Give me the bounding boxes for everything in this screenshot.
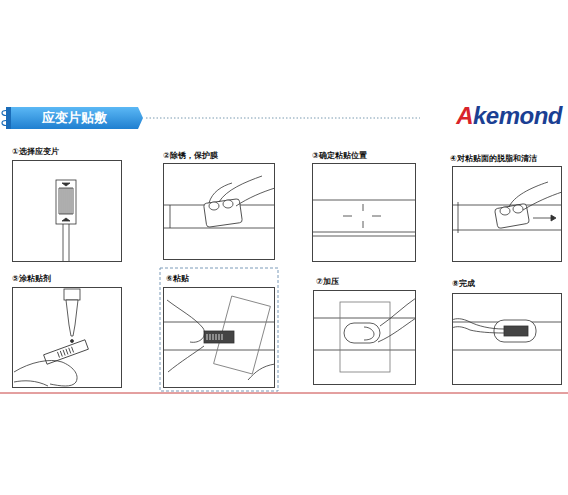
finished-gauge [452,319,562,350]
step-caption: ⑥粘贴 [166,273,189,284]
slide-title: 应变片贴敷 [10,107,138,129]
cleaning-hand [452,182,562,233]
step-caption: ②除锈，保护膜 [163,150,218,161]
bonding-film [163,296,275,380]
step-panel: ⑤涂粘贴剂 [12,273,122,388]
step-panel: ③确定粘贴位置 [312,150,416,262]
panel-frame [452,293,562,385]
step-caption: ⑦加压 [316,276,339,287]
panel-frame [163,287,275,388]
step-caption: ⑧完成 [452,278,475,289]
step-caption: ④对粘贴面的脱脂和清洁 [450,153,537,164]
step-panel: ④对粘贴面的脱脂和清洁 [450,153,562,262]
panel-frame [313,290,416,385]
step-panel: ①选择应变片 [12,146,122,262]
panel-frame [12,287,122,388]
step-caption: ⑤涂粘贴剂 [12,273,51,284]
sanding-hand [163,176,275,228]
step-caption: ③确定粘贴位置 [312,150,367,161]
step-caption: ①选择应变片 [12,146,59,157]
panel-frame [452,166,562,262]
adhesive-bottle [14,289,88,386]
panel-frame [12,160,122,262]
strain-gauge [56,180,76,262]
footer-rule [0,393,568,394]
step-panel: ⑦加压 [313,276,416,385]
highlight-frame [160,268,278,391]
dotted-rule [146,118,420,119]
position-marks [312,200,416,236]
brand-logo: Akemond [456,102,562,130]
step-panel: ⑥粘贴 [163,273,275,388]
step-panel: ②除锈，保护膜 [163,150,275,260]
panel-frame [163,163,275,260]
title-banner [2,107,143,129]
step-panel: ⑧完成 [452,278,562,385]
panel-frame [312,163,416,262]
pressing-thumb [313,298,416,372]
